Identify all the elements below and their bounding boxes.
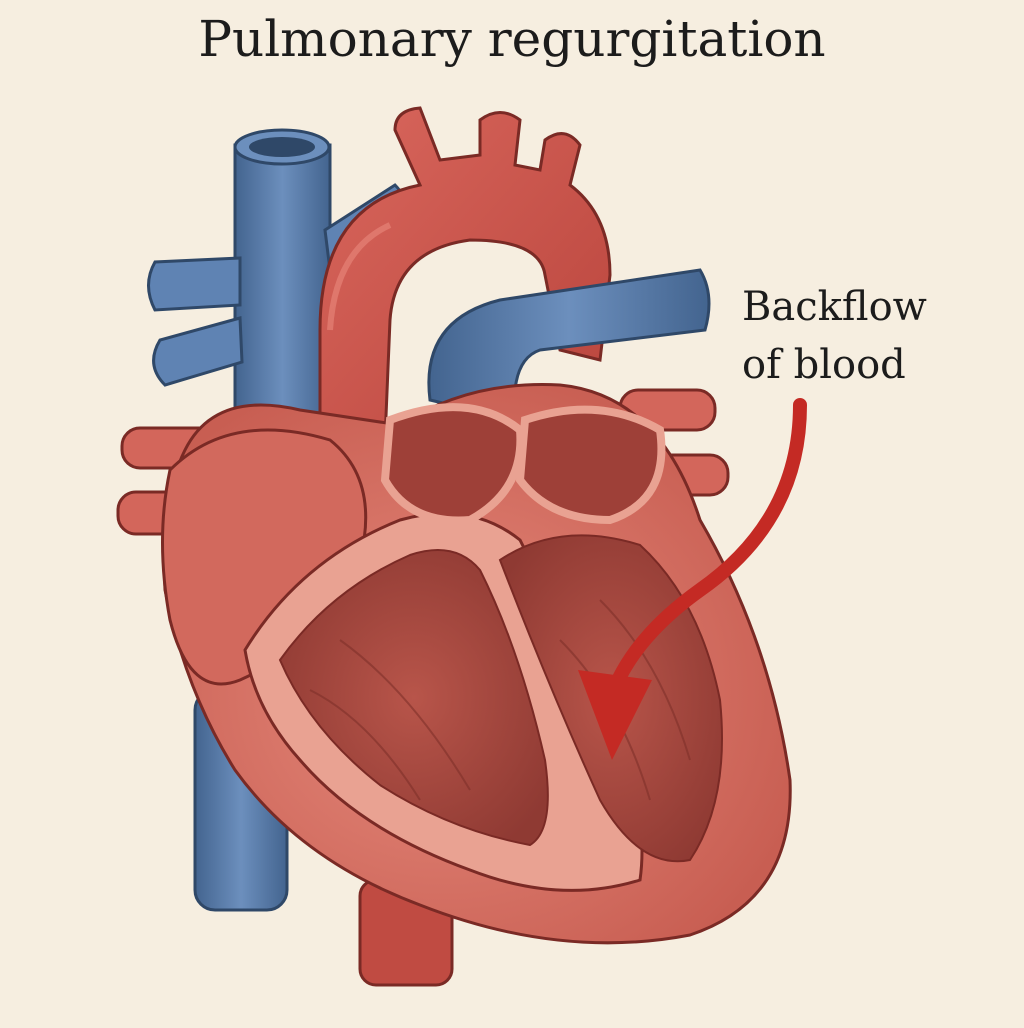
- aortic-arch: [318, 106, 612, 442]
- backflow-label: Backflow of blood: [742, 278, 1002, 394]
- diagram-title: Pulmonary regurgitation: [198, 10, 826, 68]
- backflow-arrow: [578, 398, 807, 760]
- pulmonary-artery: [427, 268, 711, 422]
- backflow-label-line2: of blood: [742, 342, 906, 388]
- backflow-label-line1: Backflow: [742, 284, 927, 330]
- superior-vena-cava: [233, 128, 332, 422]
